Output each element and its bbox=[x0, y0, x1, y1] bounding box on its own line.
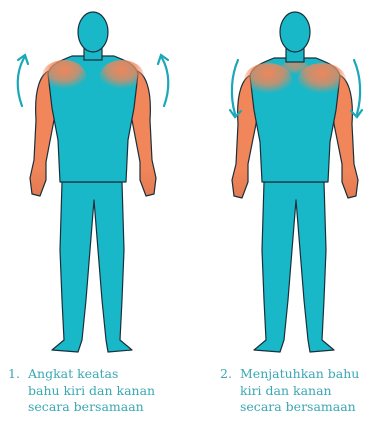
arrow-up-icon bbox=[18, 55, 28, 106]
step-number: 2. bbox=[220, 366, 232, 383]
step-1-panel: 1. Angkat keatas bahu kiri dan kanan sec… bbox=[0, 0, 188, 422]
body-figure-drop-shoulders bbox=[188, 0, 376, 360]
body-figure-raise-shoulders bbox=[0, 0, 188, 360]
step-number: 1. bbox=[8, 366, 20, 383]
step-text: Angkat keatas bahu kiri dan kanan secara… bbox=[28, 366, 155, 416]
step-text: Menjatuhkan bahu kiri dan kanan secara b… bbox=[240, 366, 359, 416]
step-2-panel: 2. Menjatuhkan bahu kiri dan kanan secar… bbox=[188, 0, 376, 422]
arrow-up-icon bbox=[158, 55, 168, 106]
